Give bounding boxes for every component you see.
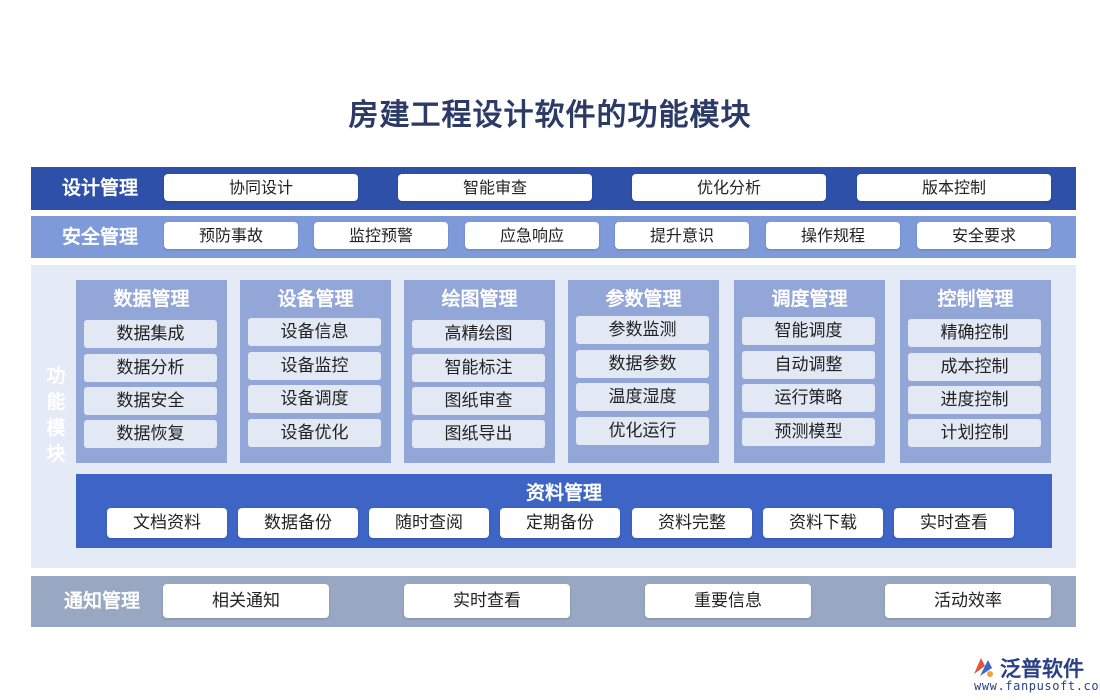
module-drawing-management: 绘图管理 高精绘图 智能标注 图纸审查 图纸导出	[404, 280, 555, 463]
notify-item-2: 实时查看	[404, 584, 570, 618]
design-item-2: 智能审查	[398, 174, 592, 201]
resource-management-panel: 资料管理 文档资料 数据备份 随时查阅 定期备份 资料完整 资料下载 实时查看	[76, 474, 1052, 548]
safety-management-band: 安全管理 预防事故 监控预警 应急响应 提升意识 操作规程 安全要求	[31, 216, 1076, 258]
page-title: 房建工程设计软件的功能模块	[348, 98, 752, 133]
module-item: 智能标注	[412, 354, 545, 382]
brand-logo: 泛普软件 www.fanpusoft.com	[970, 652, 1100, 696]
module-item: 参数监测	[576, 316, 709, 344]
module-item: 数据恢复	[84, 420, 217, 448]
notify-item-4: 活动效率	[885, 584, 1051, 618]
notification-management-label: 通知管理	[64, 590, 141, 612]
notify-item-3: 重要信息	[645, 584, 811, 618]
resource-item: 数据备份	[238, 508, 358, 538]
module-title: 参数管理	[605, 288, 682, 310]
module-item: 优化运行	[576, 417, 709, 445]
module-equipment-management: 设备管理 设备信息 设备监控 设备调度 设备优化	[240, 280, 391, 463]
module-item: 数据安全	[84, 387, 217, 415]
module-title: 绘图管理	[441, 288, 518, 310]
module-control-management: 控制管理 精确控制 成本控制 进度控制 计划控制	[900, 280, 1051, 463]
module-item: 设备信息	[248, 318, 381, 346]
module-item: 数据参数	[576, 350, 709, 378]
resource-item: 文档资料	[107, 508, 227, 538]
safety-item-5: 操作规程	[766, 222, 900, 249]
safety-item-1: 预防事故	[164, 222, 298, 249]
module-item: 数据集成	[84, 320, 217, 348]
resource-item: 资料完整	[632, 508, 752, 538]
module-title: 控制管理	[937, 288, 1014, 310]
notify-item-1: 相关通知	[163, 584, 329, 618]
module-item: 计划控制	[908, 419, 1041, 447]
resource-management-title: 资料管理	[525, 482, 602, 504]
design-item-4: 版本控制	[857, 174, 1051, 201]
fanpu-logo-icon	[974, 658, 993, 677]
design-item-1: 协同设计	[164, 174, 358, 201]
module-item: 自动调整	[742, 351, 875, 379]
module-item: 图纸审查	[412, 387, 545, 415]
function-label-char: 能	[46, 391, 66, 413]
safety-item-6: 安全要求	[917, 222, 1051, 249]
function-modules-label: 功 能 模 块	[45, 363, 67, 467]
module-scheduling-management: 调度管理 智能调度 自动调整 运行策略 预测模型	[734, 280, 885, 463]
function-modules-band: 功 能 模 块 数据管理 数据集成 数据分析 数据安全 数据恢复 设备管理 设备…	[31, 265, 1076, 568]
resource-item: 实时查看	[894, 508, 1014, 538]
notification-management-band: 通知管理 相关通知 实时查看 重要信息 活动效率	[31, 576, 1076, 627]
logo-name: 泛普软件	[1000, 657, 1084, 681]
resource-item: 资料下载	[763, 508, 883, 538]
function-label-char: 块	[46, 443, 66, 465]
module-title: 设备管理	[277, 288, 354, 310]
module-item: 温度湿度	[576, 383, 709, 411]
module-item: 高精绘图	[412, 320, 545, 348]
function-label-char: 功	[46, 365, 66, 387]
module-item: 进度控制	[908, 386, 1041, 414]
module-data-management: 数据管理 数据集成 数据分析 数据安全 数据恢复	[76, 280, 227, 463]
module-item: 成本控制	[908, 353, 1041, 381]
safety-management-label: 安全管理	[62, 226, 139, 248]
design-management-label: 设计管理	[62, 177, 139, 199]
module-item: 图纸导出	[412, 420, 545, 448]
module-title: 调度管理	[771, 288, 848, 310]
module-item: 预测模型	[742, 418, 875, 446]
resource-item: 定期备份	[500, 508, 620, 538]
module-parameter-management: 参数管理 参数监测 数据参数 温度湿度 优化运行	[568, 280, 719, 463]
module-title: 数据管理	[113, 288, 190, 310]
module-item: 智能调度	[742, 317, 875, 345]
module-item: 数据分析	[84, 354, 217, 382]
safety-item-2: 监控预警	[314, 222, 448, 249]
design-item-3: 优化分析	[632, 174, 826, 201]
safety-item-4: 提升意识	[615, 222, 749, 249]
module-item: 设备优化	[248, 419, 381, 447]
module-item: 精确控制	[908, 319, 1041, 347]
module-item: 设备调度	[248, 385, 381, 413]
safety-item-3: 应急响应	[465, 222, 599, 249]
logo-url: www.fanpusoft.com	[974, 679, 1100, 693]
design-management-band: 设计管理 协同设计 智能审查 优化分析 版本控制	[31, 167, 1076, 210]
function-label-char: 模	[46, 417, 66, 439]
resource-item: 随时查阅	[369, 508, 489, 538]
module-item: 设备监控	[248, 352, 381, 380]
module-item: 运行策略	[742, 384, 875, 412]
